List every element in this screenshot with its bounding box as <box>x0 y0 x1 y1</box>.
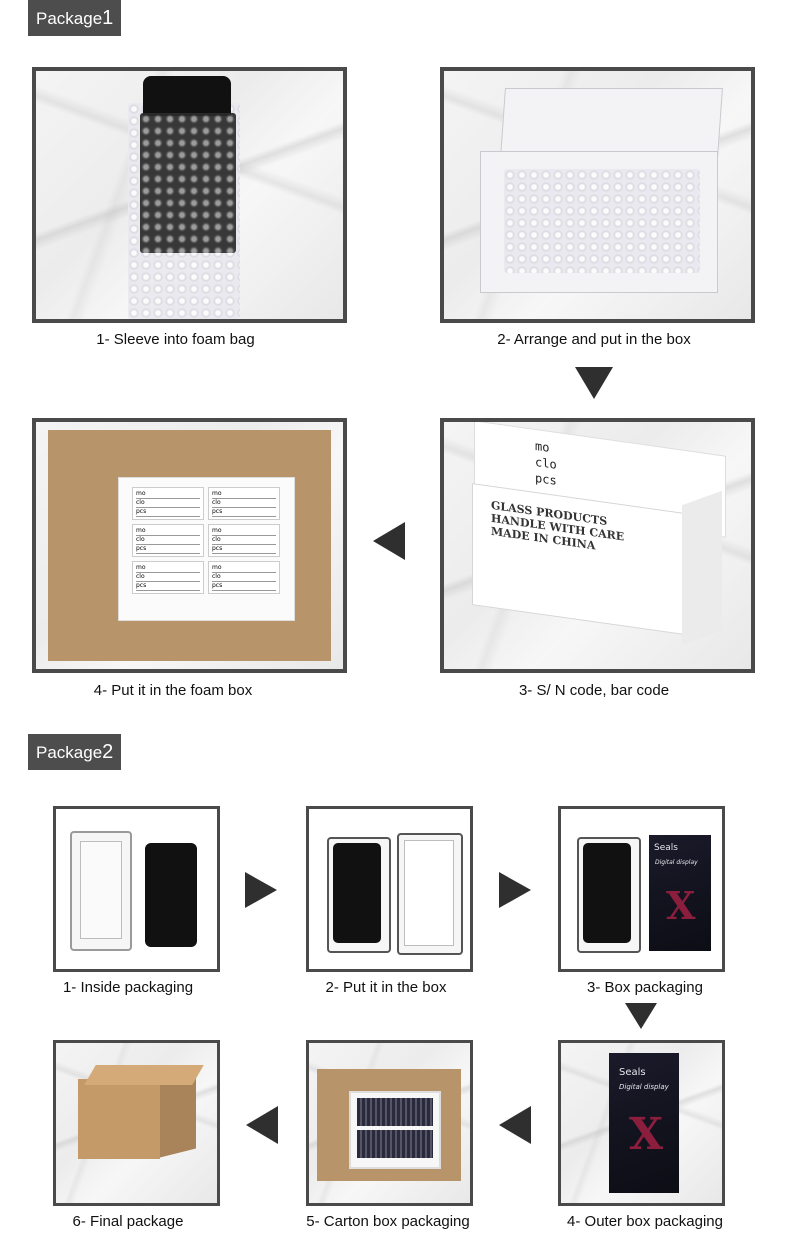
p2-step4-photo: Seals Digital display X <box>558 1040 725 1206</box>
package2-tag-text: Package <box>36 743 103 762</box>
p1-step3-photo: mo clo pcs GLASS PRODUCTS HANDLE WITH CA… <box>440 418 755 673</box>
box-warning-text: GLASS PRODUCTS HANDLE WITH CARE MADE IN … <box>491 498 625 553</box>
package1-tag-text: Package <box>36 9 103 28</box>
retail-box: Seals Digital display X <box>649 835 711 951</box>
p1-step2-photo <box>440 67 755 323</box>
stacked-bags <box>504 169 700 273</box>
package1-tag: Package1 <box>28 0 122 36</box>
brand-mark: X <box>666 883 696 928</box>
p2-step6-caption: 6- Final package <box>72 1213 184 1230</box>
p1-step2-caption: 2- Arrange and put in the box <box>497 331 691 348</box>
arrow-down-icon <box>575 367 613 399</box>
carton-top <box>84 1065 204 1085</box>
arrow-left-icon <box>499 1106 531 1144</box>
brand-subtitle: Digital display <box>655 859 698 866</box>
p2-step2-caption: 2- Put it in the box <box>325 979 447 996</box>
box-lid <box>397 833 463 955</box>
p1-step1-caption: 1- Sleeve into foam bag <box>96 331 255 348</box>
p2-step4-caption: 4- Outer box packaging <box>567 1213 723 1230</box>
p2-step1-caption: 1- Inside packaging <box>62 979 194 996</box>
box-base <box>327 837 391 953</box>
brand-subtitle: Digital display <box>619 1083 669 1091</box>
arrow-left-icon <box>373 522 405 560</box>
p2-step1-photo <box>53 806 220 972</box>
box-base <box>577 837 641 953</box>
package2-tag: Package2 <box>28 734 122 770</box>
arrow-down-icon <box>625 1003 657 1029</box>
box-top-labels: mo clo pcs <box>535 438 557 488</box>
p2-step3-caption: 3- Box packaging <box>587 979 703 996</box>
arrow-right-icon <box>499 872 531 908</box>
p2-step6-photo <box>53 1040 220 1206</box>
brand-name: Seals <box>654 843 678 853</box>
phone <box>145 843 197 947</box>
package2-tag-number: 2 <box>102 741 114 763</box>
p1-step1-photo <box>32 67 347 323</box>
box-side <box>682 490 722 646</box>
foam-insert <box>349 1091 441 1169</box>
arrow-left-icon <box>246 1106 278 1144</box>
phone-top <box>143 76 231 116</box>
p2-step5-caption: 5- Carton box packaging <box>306 1213 470 1230</box>
phone-in-bag <box>140 113 236 253</box>
stacked-boxes <box>357 1130 433 1158</box>
p2-step5-photo <box>306 1040 473 1206</box>
arrow-right-icon <box>245 872 277 908</box>
p2-step2-photo <box>306 806 473 972</box>
p1-step4-caption: 4- Put it in the foam box <box>93 682 253 699</box>
p2-step3-photo: Seals Digital display X <box>558 806 725 972</box>
p1-step3-caption: 3- S/ N code, bar code <box>518 682 670 699</box>
package1-tag-number: 1 <box>102 7 114 29</box>
outer-box: Seals Digital display X <box>609 1053 679 1193</box>
carton-front <box>78 1079 160 1159</box>
brand-name: Seals <box>619 1067 646 1078</box>
brand-mark: X <box>629 1109 664 1160</box>
inner-tray <box>70 831 132 951</box>
stacked-boxes <box>357 1098 433 1126</box>
